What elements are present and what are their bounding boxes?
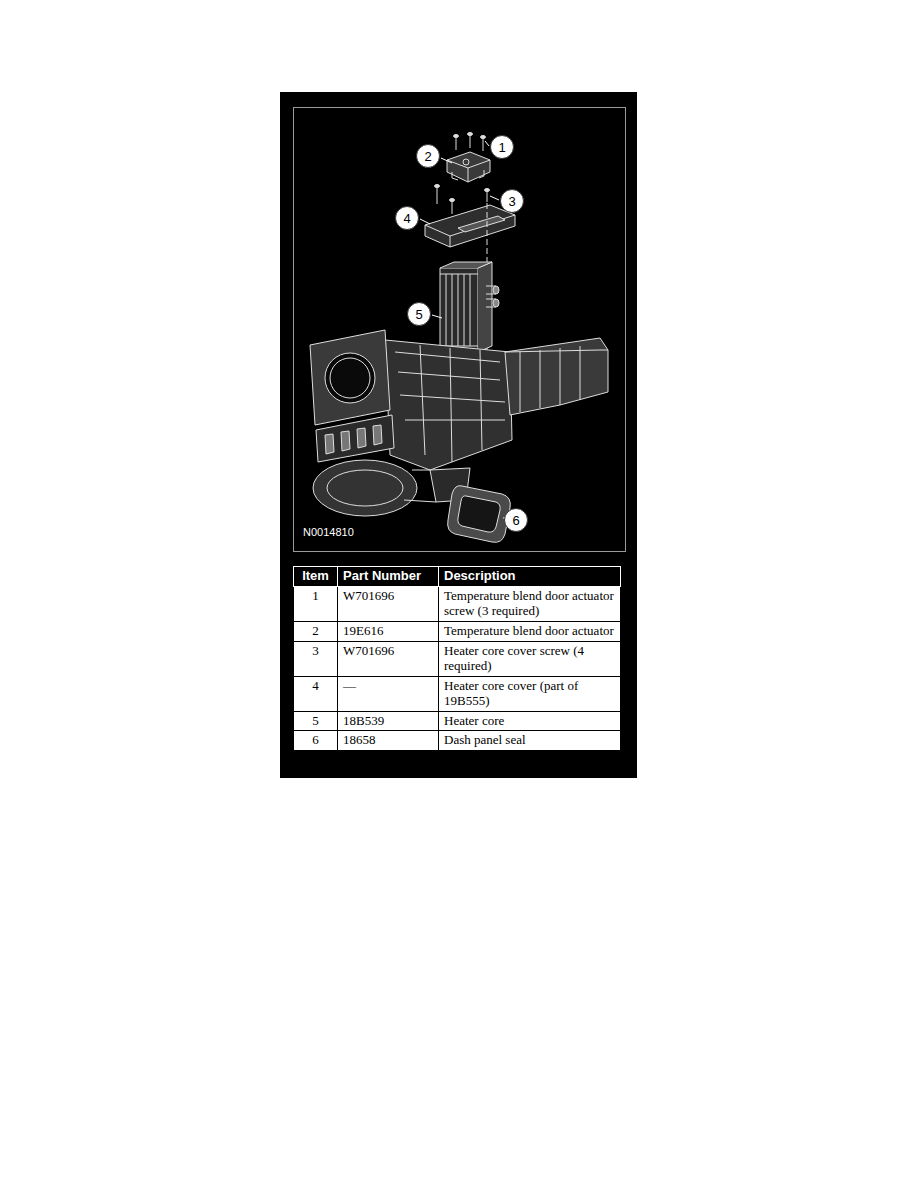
table-cell: 18B539 <box>338 711 439 731</box>
cell-text: 1 <box>312 588 319 603</box>
table-cell: Part Number <box>338 567 439 587</box>
cell-text: W701696 <box>343 643 394 658</box>
table-cell: 4 <box>294 676 338 711</box>
actuator-screws <box>454 133 486 152</box>
table-cell: Heater core <box>439 711 621 731</box>
table-cell: 5 <box>294 711 338 731</box>
table-cell: 1 <box>294 586 338 621</box>
cell-text: Heater core cover screw (4 required) <box>444 643 584 673</box>
parts-table: ItemPart NumberDescription1W701696Temper… <box>293 566 621 751</box>
cell-text: 18B539 <box>343 713 384 728</box>
callout-number: 1 <box>490 135 514 159</box>
table-cell: — <box>338 676 439 711</box>
callout-text: 5 <box>415 308 422 321</box>
cell-text: 3 <box>312 643 319 658</box>
table-cell: Temperature blend door actuator <box>439 621 621 641</box>
callout-text: 1 <box>498 141 505 154</box>
cell-text: Temperature blend door actuator screw (3… <box>444 588 614 618</box>
heater-core-cover <box>425 205 515 247</box>
table-cell: 2 <box>294 621 338 641</box>
table-cell: W701696 <box>338 641 439 676</box>
cell-text: W701696 <box>343 588 394 603</box>
cell-text: 6 <box>312 732 319 747</box>
table-row: 1 W701696 Temperature blend door actuator … <box>294 586 621 621</box>
heater-core <box>440 262 499 352</box>
callout-number: 6 <box>504 508 528 532</box>
header-row: Item Part Number Description <box>294 567 621 587</box>
table-cell: 19E616 <box>338 621 439 641</box>
cell-text: Dash panel seal <box>444 732 526 747</box>
table-cell: Dash panel seal <box>439 731 621 751</box>
callout-text: 4 <box>403 212 410 225</box>
table-cell: Temperature blend door actuator screw (3… <box>439 586 621 621</box>
table-row: 2 19E616 Temperature blend door actuator <box>294 621 621 641</box>
dash-panel-seal <box>448 486 511 543</box>
cell-text: — <box>343 678 356 693</box>
cell-text: Description <box>444 568 516 583</box>
cell-text: 4 <box>312 678 319 693</box>
cell-text: 19E616 <box>343 623 383 638</box>
callout-text: 6 <box>512 514 519 527</box>
cell-text: 5 <box>312 713 319 728</box>
table-cell: W701696 <box>338 586 439 621</box>
figure-id: N0014810 <box>303 526 354 538</box>
cell-text: Temperature blend door actuator <box>444 623 614 638</box>
table-row: 4 — Heater core cover (part of 19B555) <box>294 676 621 711</box>
callout-number: 3 <box>500 189 524 213</box>
table-cell: Heater core cover screw (4 required) <box>439 641 621 676</box>
table-cell: Item <box>294 567 338 587</box>
table-row: 6 18658 Dash panel seal <box>294 731 621 751</box>
callout-number: 5 <box>407 302 431 326</box>
table-cell: 18658 <box>338 731 439 751</box>
callout-number: 2 <box>416 144 440 168</box>
callout-number: 4 <box>395 206 419 230</box>
cell-text: Part Number <box>343 568 421 583</box>
cell-text: 18658 <box>343 732 376 747</box>
cell-text: 2 <box>312 623 319 638</box>
blend-door-actuator <box>447 152 490 182</box>
cell-text: Item <box>302 568 329 583</box>
table-row: 5 18B539 Heater core <box>294 711 621 731</box>
table-cell: 3 <box>294 641 338 676</box>
leader-lines <box>420 141 509 518</box>
cell-text: Heater core <box>444 713 504 728</box>
table-cell: Description <box>439 567 621 587</box>
table-cell: 6 <box>294 731 338 751</box>
callout-text: 2 <box>424 150 431 163</box>
cell-text: Heater core cover (part of 19B555) <box>444 678 578 708</box>
table-cell: Heater core cover (part of 19B555) <box>439 676 621 711</box>
table-body: ItemPart NumberDescription1W701696Temper… <box>294 567 621 751</box>
callout-text: 3 <box>508 195 515 208</box>
table-row: 3 W701696 Heater core cover screw (4 requi… <box>294 641 621 676</box>
